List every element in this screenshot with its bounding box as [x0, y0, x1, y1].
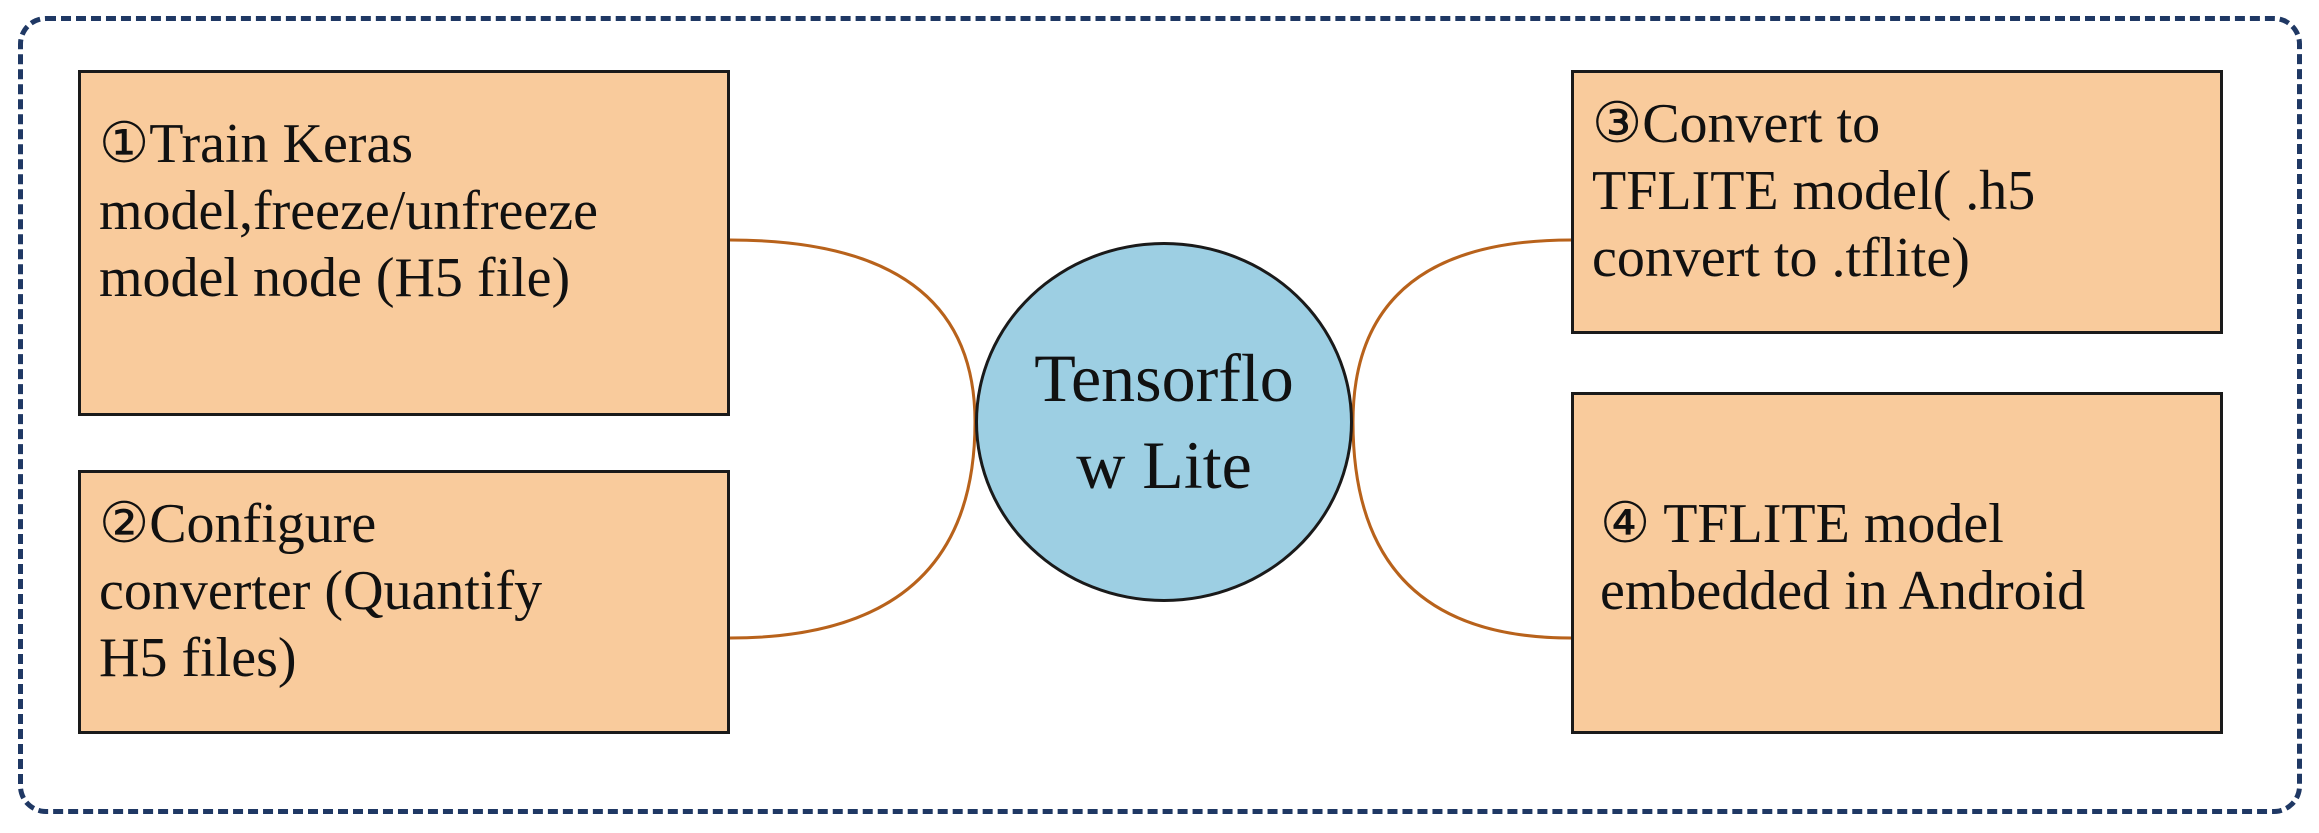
connector-step-3 [1351, 238, 1572, 423]
tensorflow-lite-hub: Tensorflow Lite [975, 242, 1353, 602]
hub-label: Tensorflow Lite [1034, 339, 1294, 503]
step-4-box: ④ TFLITE model embedded in Android [1571, 392, 2223, 734]
step-3-box: ③Convert to TFLITE model( .h5 convert to… [1571, 70, 2223, 334]
connector-step-1 [729, 238, 977, 423]
connector-step-2 [729, 421, 977, 640]
connector-step-4 [1351, 421, 1572, 640]
dashed-frame [18, 16, 2302, 814]
step-1-box: ①Train Keras model,freeze/unfreeze model… [78, 70, 730, 416]
step-2-box: ②Configure converter (Quantify H5 files) [78, 470, 730, 734]
